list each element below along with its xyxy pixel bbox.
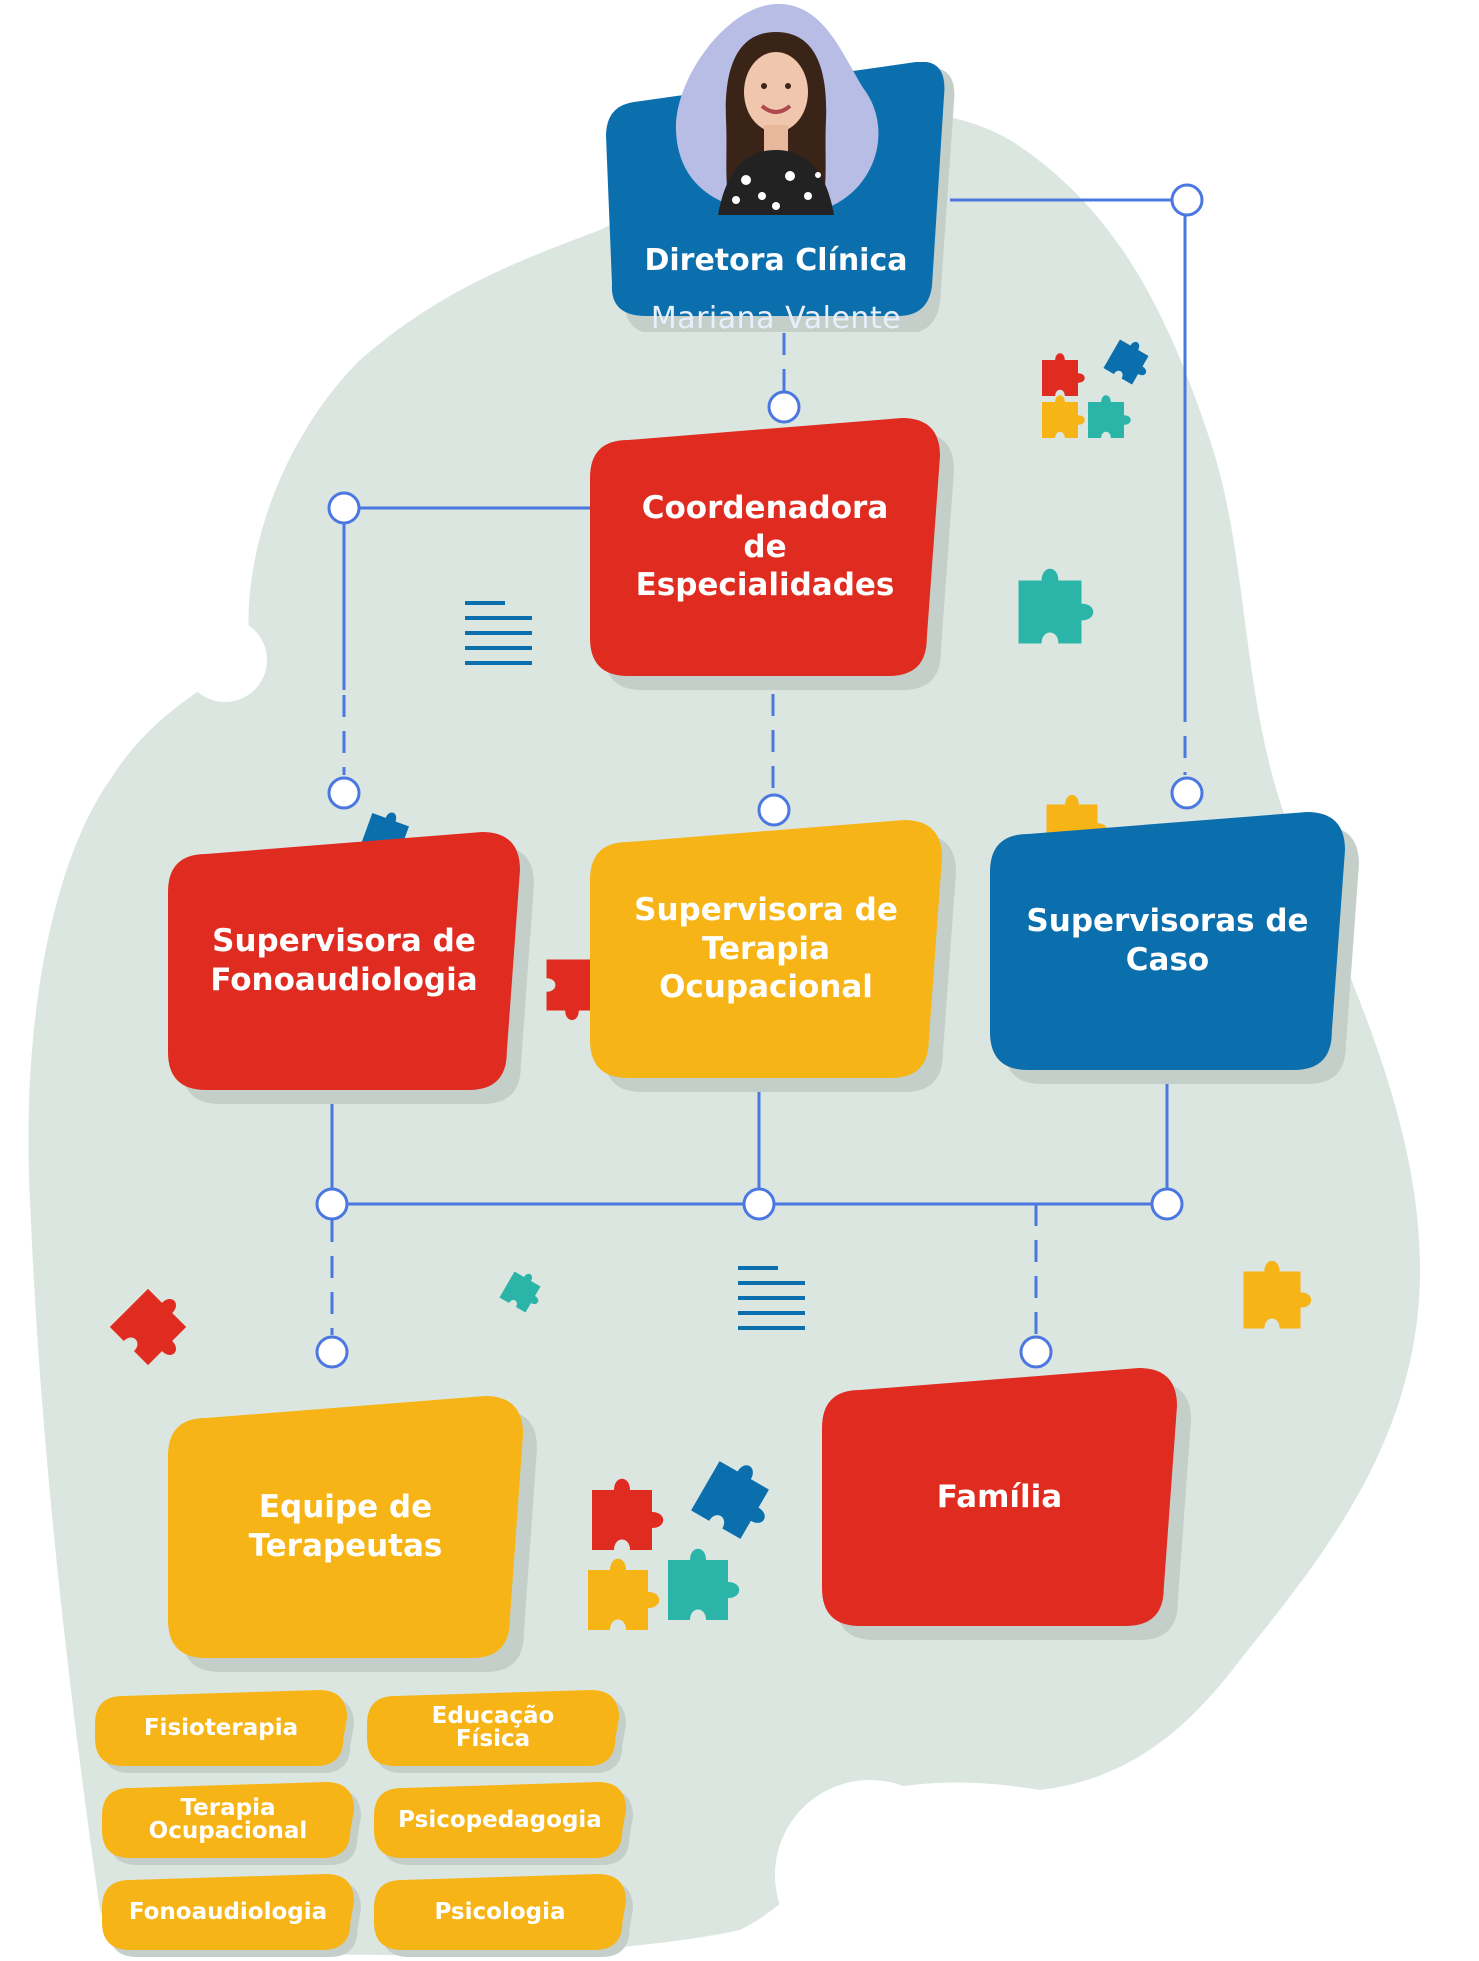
node-shape xyxy=(822,1368,1191,1640)
specialty-label: Educação Física xyxy=(431,1703,555,1752)
node-shape xyxy=(374,1874,633,1957)
director-name: Mariana Valente xyxy=(650,300,902,336)
therapist-team-node[interactable]: Equipe de Terapeutas xyxy=(168,1396,537,1672)
specialty-pill-psicologia[interactable]: Psicologia xyxy=(374,1874,633,1957)
node-shape xyxy=(590,820,956,1092)
node-shape xyxy=(168,1396,537,1672)
speech-supervisor-label: Supervisora de Fonoaudiologia xyxy=(210,923,478,998)
ot-supervisor-node[interactable]: Supervisora de Terapia Ocupacional xyxy=(590,820,956,1092)
node-shape xyxy=(374,1782,633,1865)
family-node[interactable]: Família xyxy=(822,1368,1191,1640)
node-shape xyxy=(367,1690,626,1773)
family-label: Família xyxy=(936,1478,1063,1515)
specialty-label: Terapia Ocupacional xyxy=(148,1795,308,1844)
lines-icon xyxy=(465,601,532,665)
lines-icon xyxy=(738,1266,805,1330)
node-shape xyxy=(102,1782,361,1865)
speech-supervisor-node[interactable]: Supervisora de Fonoaudiologia xyxy=(168,832,534,1104)
specialty-pill-fisioterapia[interactable]: Fisioterapia xyxy=(95,1690,354,1773)
coordinator-node[interactable]: Coordenadora de Especialidades xyxy=(590,418,954,690)
specialty-label: Psicopedagogia xyxy=(398,1806,602,1833)
node-shape xyxy=(95,1690,354,1773)
case-supervisors-node[interactable]: Supervisoras de Caso xyxy=(990,812,1359,1084)
therapist-team-label: Equipe de Terapeutas xyxy=(248,1489,443,1564)
specialty-label: Fonoaudiologia xyxy=(128,1898,328,1925)
specialty-pill-fonoaudiologia[interactable]: Fonoaudiologia xyxy=(102,1874,361,1957)
node-shape xyxy=(102,1874,361,1957)
connector-nodes xyxy=(315,183,1204,1369)
director-node[interactable]: Diretora Clínica Mariana Valente xyxy=(606,3,955,336)
connector-lines xyxy=(318,198,1187,1335)
specialty-label: Psicologia xyxy=(434,1898,566,1925)
blob-notch xyxy=(775,1780,965,1960)
specialty-pill-psicopedagogia[interactable]: Psicopedagogia xyxy=(374,1782,633,1865)
avatar-photo xyxy=(675,3,879,215)
specialty-pill-educacao-fisica[interactable]: Educação Física xyxy=(367,1690,626,1773)
director-title: Diretora Clínica xyxy=(644,243,908,278)
node-shape xyxy=(990,812,1359,1084)
specialty-label: Fisioterapia xyxy=(143,1714,299,1741)
node-shape xyxy=(590,418,954,690)
specialty-pill-terapia-ocupacional[interactable]: Terapia Ocupacional xyxy=(102,1782,361,1865)
node-shape xyxy=(168,832,534,1104)
ot-supervisor-label: Supervisora de Terapia Ocupacional xyxy=(634,891,898,1006)
case-supervisors-label: Supervisoras de Caso xyxy=(1026,903,1309,978)
blob-notch xyxy=(183,618,267,702)
coordinator-label: Coordenadora de Especialidades xyxy=(635,489,895,604)
